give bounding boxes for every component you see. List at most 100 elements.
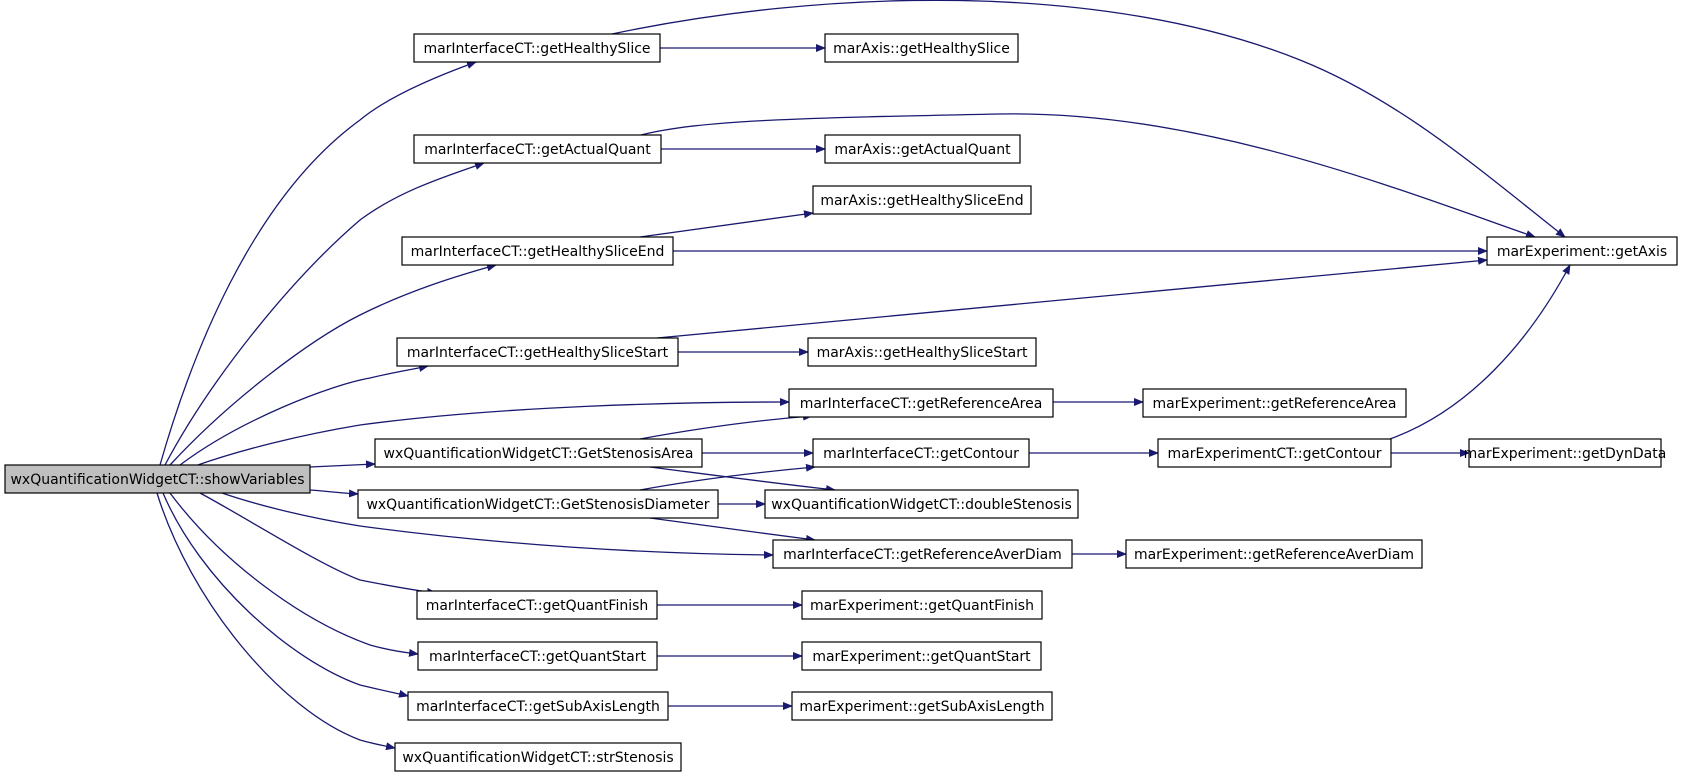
node-label: wxQuantificationWidgetCT::doubleStenosis: [771, 497, 1072, 513]
node-label: marAxis::getActualQuant: [834, 142, 1011, 158]
node-n26: wxQuantificationWidgetCT::strStenosis: [394, 742, 682, 772]
node-box: [416, 590, 658, 620]
node-label: marExperiment::getQuantStart: [812, 649, 1031, 665]
node-n22: marInterfaceCT::getQuantStart: [417, 641, 658, 671]
node-label: marExperiment::getReferenceAverDiam: [1134, 547, 1414, 563]
node-label: marInterfaceCT::getHealthySliceStart: [407, 345, 669, 361]
edge-n0-n16: [309, 489, 359, 498]
edge-n0-n12: [309, 460, 376, 469]
node-box: [1142, 388, 1407, 418]
node-box: [1486, 236, 1678, 266]
node-box: [812, 438, 1030, 468]
node-label: marInterfaceCT::getQuantFinish: [426, 598, 649, 614]
node-n9: marAxis::getHealthySliceStart: [807, 337, 1037, 367]
node-n18: marInterfaceCT::getReferenceAverDiam: [772, 539, 1073, 569]
edge-n12-n10: [639, 412, 813, 440]
edge-n3-n7: [640, 113, 1536, 238]
node-label: marExperiment::getDynData: [1464, 446, 1667, 462]
node-label: marInterfaceCT::getHealthySliceEnd: [411, 244, 665, 260]
node-box: [1468, 438, 1662, 468]
edge-n0-n24: [162, 492, 409, 698]
node-box: [374, 438, 703, 468]
node-label: marInterfaceCT::getQuantStart: [429, 649, 646, 665]
node-box: [413, 134, 662, 164]
node-box: [764, 489, 1079, 519]
node-label: wxQuantificationWidgetCT::GetStenosisAre…: [384, 446, 694, 462]
edge-n6-n5: [639, 210, 814, 238]
node-box: [396, 337, 679, 367]
node-n16: wxQuantificationWidgetCT::GetStenosisDia…: [357, 489, 719, 519]
node-box: [417, 641, 658, 671]
node-box: [1125, 539, 1423, 569]
node-n4: marAxis::getActualQuant: [824, 134, 1021, 164]
node-label: marInterfaceCT::getHealthySlice: [423, 41, 650, 57]
node-label: marAxis::getHealthySliceStart: [817, 345, 1028, 361]
edge-n0-n3: [164, 162, 485, 466]
node-box: [824, 33, 1019, 63]
edge-n12-n17: [649, 466, 836, 494]
node-label: marExperiment::getSubAxisLength: [799, 699, 1044, 715]
node-box: [824, 134, 1021, 164]
edge-n1-n7: [611, 0, 1566, 238]
edge-n0-n8: [179, 364, 429, 466]
node-n0: wxQuantificationWidgetCT::showVariables: [4, 464, 311, 494]
node-box: [413, 33, 661, 63]
edge-n0-n20: [199, 492, 437, 596]
node-label: marAxis::getHealthySlice: [833, 41, 1010, 57]
node-n2: marAxis::getHealthySlice: [824, 33, 1019, 63]
node-box: [1157, 438, 1392, 468]
node-box: [812, 185, 1032, 215]
node-label: marExperiment::getQuantFinish: [810, 598, 1034, 614]
edge-n0-n6: [169, 263, 497, 466]
node-n13: marInterfaceCT::getContour: [812, 438, 1030, 468]
node-box: [807, 337, 1037, 367]
node-label: marExperiment::getAxis: [1497, 244, 1667, 260]
node-n20: marInterfaceCT::getQuantFinish: [416, 590, 658, 620]
node-n7: marExperiment::getAxis: [1486, 236, 1678, 266]
node-box: [788, 388, 1054, 418]
node-n15: marExperiment::getDynData: [1464, 438, 1667, 468]
node-label: marInterfaceCT::getActualQuant: [424, 142, 651, 158]
edge-n0-n1: [159, 61, 477, 466]
node-n8: marInterfaceCT::getHealthySliceStart: [396, 337, 679, 367]
edge-n16-n13: [639, 463, 816, 491]
node-box: [394, 742, 682, 772]
node-label: marAxis::getHealthySliceEnd: [820, 193, 1023, 209]
node-label: wxQuantificationWidgetCT::strStenosis: [402, 750, 673, 766]
node-box: [801, 641, 1042, 671]
node-label: marInterfaceCT::getSubAxisLength: [416, 699, 660, 715]
edges-layer: [156, 0, 1571, 751]
edge-n8-n7: [656, 256, 1488, 339]
node-n25: marExperiment::getSubAxisLength: [791, 691, 1053, 721]
node-n11: marExperiment::getReferenceArea: [1142, 388, 1407, 418]
node-n3: marInterfaceCT::getActualQuant: [413, 134, 662, 164]
node-n14: marExperimentCT::getContour: [1157, 438, 1392, 468]
edge-n14-n7: [1389, 264, 1571, 440]
edge-n0-n18: [221, 492, 774, 559]
node-box: [772, 539, 1073, 569]
node-n21: marExperiment::getQuantFinish: [801, 590, 1043, 620]
node-label: marExperimentCT::getContour: [1168, 446, 1382, 462]
edge-n0-n10: [194, 398, 790, 467]
node-n1: marInterfaceCT::getHealthySlice: [413, 33, 661, 63]
node-label: marExperiment::getReferenceArea: [1152, 396, 1396, 412]
node-n10: marInterfaceCT::getReferenceArea: [788, 388, 1054, 418]
node-box: [401, 236, 674, 266]
node-n12: wxQuantificationWidgetCT::GetStenosisAre…: [374, 438, 703, 468]
node-n24: marInterfaceCT::getSubAxisLength: [407, 691, 669, 721]
node-n23: marExperiment::getQuantStart: [801, 641, 1042, 671]
node-box: [791, 691, 1053, 721]
node-n17: wxQuantificationWidgetCT::doubleStenosis: [764, 489, 1079, 519]
edge-n0-n26: [156, 492, 396, 751]
nodes-layer: wxQuantificationWidgetCT::showVariablesm…: [4, 33, 1678, 772]
node-box: [407, 691, 669, 721]
edge-n16-n18: [649, 517, 816, 543]
node-n6: marInterfaceCT::getHealthySliceEnd: [401, 236, 674, 266]
node-box: [357, 489, 719, 519]
node-label: marInterfaceCT::getReferenceAverDiam: [783, 547, 1062, 563]
node-n5: marAxis::getHealthySliceEnd: [812, 185, 1032, 215]
node-n19: marExperiment::getReferenceAverDiam: [1125, 539, 1423, 569]
node-label: marInterfaceCT::getContour: [823, 446, 1019, 462]
node-label: marInterfaceCT::getReferenceArea: [800, 396, 1043, 412]
